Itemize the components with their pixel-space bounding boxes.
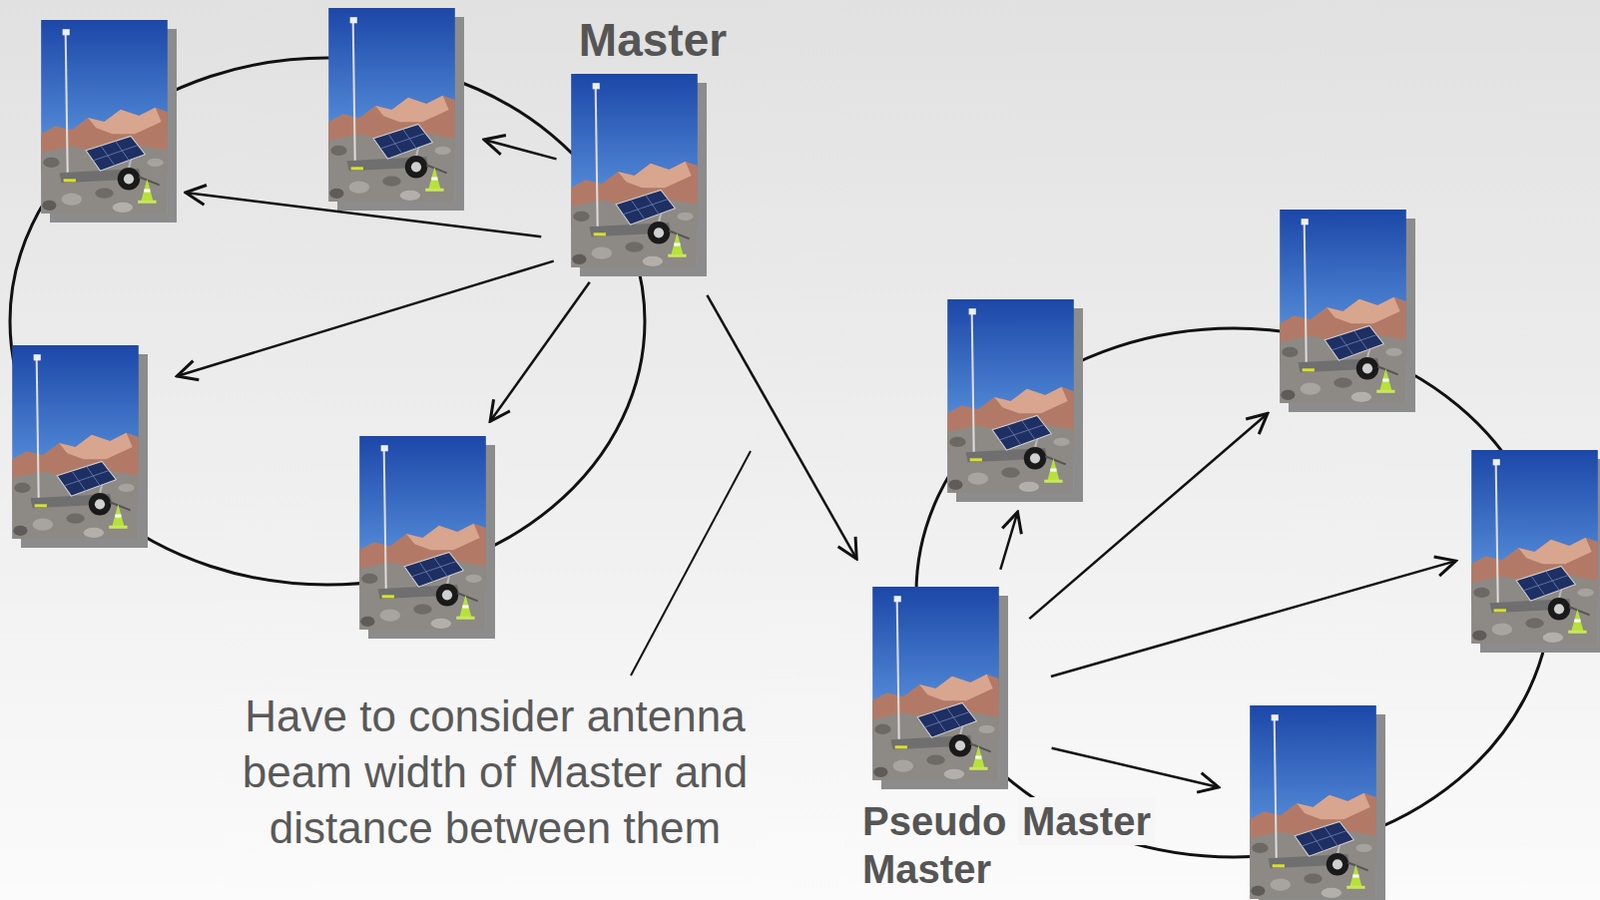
trailer-node: [328, 7, 456, 202]
role-label: Master: [578, 11, 727, 68]
trailer-photo: [1471, 450, 1600, 653]
trailer-photo: [359, 436, 496, 639]
trailer-photo: [1279, 209, 1416, 413]
role-label: Master: [1018, 797, 1155, 846]
trailer-photo: [11, 345, 148, 548]
trailer-node: [947, 299, 1074, 494]
signal-arrow: [176, 261, 554, 377]
trailer-photo: [570, 73, 707, 277]
trailer-node: Pseudo MasterMaster: [872, 586, 1000, 781]
role-label: Pseudo Master: [862, 797, 1023, 894]
signal-arrow: [706, 295, 857, 559]
trailer-node: [359, 436, 487, 630]
trailer-node: [1471, 450, 1599, 644]
leader-line: [630, 451, 751, 676]
signal-arrow: [484, 139, 557, 159]
trailer-photo: [328, 7, 465, 211]
note-text: Have to consider antenna beam width of M…: [195, 688, 795, 857]
trailer-photo: [872, 586, 1009, 790]
signal-arrow: [1051, 560, 1457, 677]
trailer-node: Master: [570, 73, 698, 268]
trailer-node: [40, 19, 168, 214]
trailer-photo: [1249, 705, 1386, 900]
trailer-node: [11, 345, 139, 539]
signal-arrow: [1052, 748, 1219, 788]
signal-arrow: [185, 192, 541, 237]
trailer-photo: [947, 299, 1083, 503]
trailer-photo: [40, 19, 177, 223]
signal-arrow: [1029, 413, 1268, 619]
trailer-node: [1249, 705, 1377, 900]
signal-arrow: [1000, 512, 1018, 570]
signal-arrow: [490, 282, 590, 423]
trailer-node: [1279, 209, 1407, 404]
